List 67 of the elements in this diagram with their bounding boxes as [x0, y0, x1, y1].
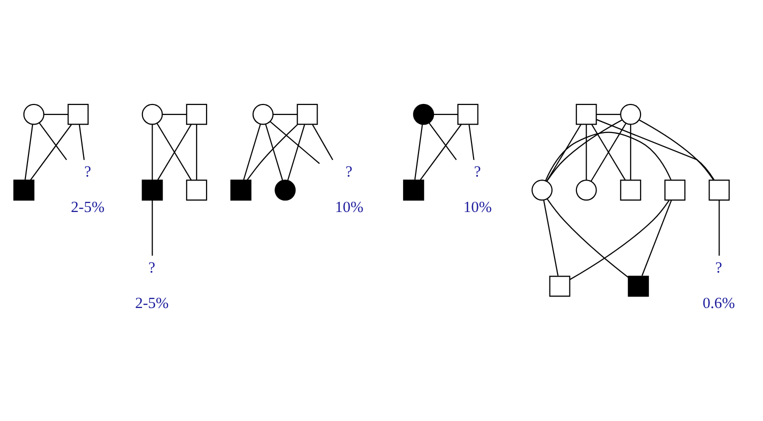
node-box: [457, 104, 478, 125]
node-label: 10%: [334, 198, 364, 216]
node-box: [549, 276, 570, 297]
node-text: ?: [346, 164, 352, 181]
node-box: [186, 180, 208, 201]
connector: [642, 200, 672, 276]
connector: [78, 124, 85, 160]
node-box: [403, 180, 424, 201]
connector: [243, 124, 261, 180]
connector: [546, 124, 582, 182]
connector: [543, 200, 559, 276]
node-circle: [576, 180, 597, 201]
node-text: ?: [84, 164, 92, 181]
node-box: [628, 276, 649, 297]
node-label: 2-5%: [70, 198, 105, 216]
connector: [30, 124, 72, 180]
connector: [196, 124, 198, 180]
node-circle: [274, 180, 296, 201]
node-text: ?: [148, 260, 156, 277]
node-circle: [413, 104, 434, 125]
connector: [546, 198, 629, 278]
connector: [434, 114, 458, 115]
connector: [38, 122, 68, 160]
node-circle: [142, 104, 163, 125]
connector: [246, 124, 298, 180]
connector: [152, 124, 153, 180]
connector: [270, 121, 320, 164]
node-box: [68, 104, 89, 125]
connector: [44, 114, 68, 115]
node-text: ?: [474, 164, 481, 181]
connector: [312, 124, 334, 160]
node-label: 10%: [463, 198, 492, 216]
connector: [630, 124, 632, 180]
connector: [273, 114, 298, 115]
connector: [152, 200, 153, 256]
connector: [265, 124, 284, 180]
node-text: ?: [715, 260, 722, 277]
node-box: [142, 180, 163, 201]
node-label: 0.6%: [702, 294, 735, 312]
connector: [586, 124, 587, 180]
connector: [162, 114, 186, 115]
connector: [596, 114, 620, 115]
node-label: 2-5%: [135, 294, 169, 312]
node-circle: [252, 104, 274, 125]
connector: [638, 119, 714, 180]
connector: [287, 124, 306, 181]
node-box: [13, 180, 34, 201]
node-circle: [23, 104, 44, 125]
node-box: [664, 180, 686, 201]
node-box: [708, 180, 730, 201]
connector: [24, 124, 34, 180]
node-box: [296, 104, 318, 125]
node-box: [230, 180, 252, 201]
node-box: [186, 104, 208, 125]
connector: [420, 124, 462, 180]
node-circle: [620, 104, 642, 125]
connector: [718, 200, 720, 256]
node-circle: [532, 180, 553, 201]
connector: [546, 119, 622, 182]
connector: [596, 119, 715, 180]
connector: [414, 124, 423, 180]
connector: [569, 200, 670, 280]
node-box: [620, 180, 642, 201]
node-box: [576, 104, 597, 125]
connector: [545, 132, 672, 181]
connector: [428, 122, 457, 160]
connector: [468, 124, 474, 160]
